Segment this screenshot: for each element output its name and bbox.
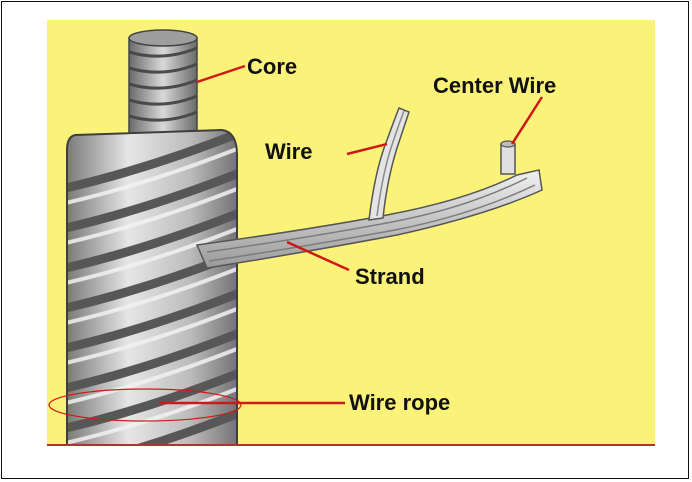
wire-icon (369, 108, 409, 220)
core-leader-line (197, 66, 245, 82)
wire-label: Wire (265, 141, 312, 163)
center-wire-leader-line (512, 97, 542, 144)
wire-rope-body (57, 125, 247, 445)
core-icon (129, 30, 197, 138)
center-wire-icon (501, 141, 515, 174)
bottom-rule (47, 444, 655, 446)
core-label: Core (247, 56, 297, 78)
wire-rope-illustration (47, 20, 655, 445)
wire-rope-diagram: Core Center Wire Wire Strand Wire rope (47, 20, 655, 445)
wire-rope-label: Wire rope (349, 392, 450, 414)
strand-label: Strand (355, 266, 425, 288)
wire-leader-line (347, 144, 387, 154)
center-wire-label: Center Wire (433, 75, 556, 97)
